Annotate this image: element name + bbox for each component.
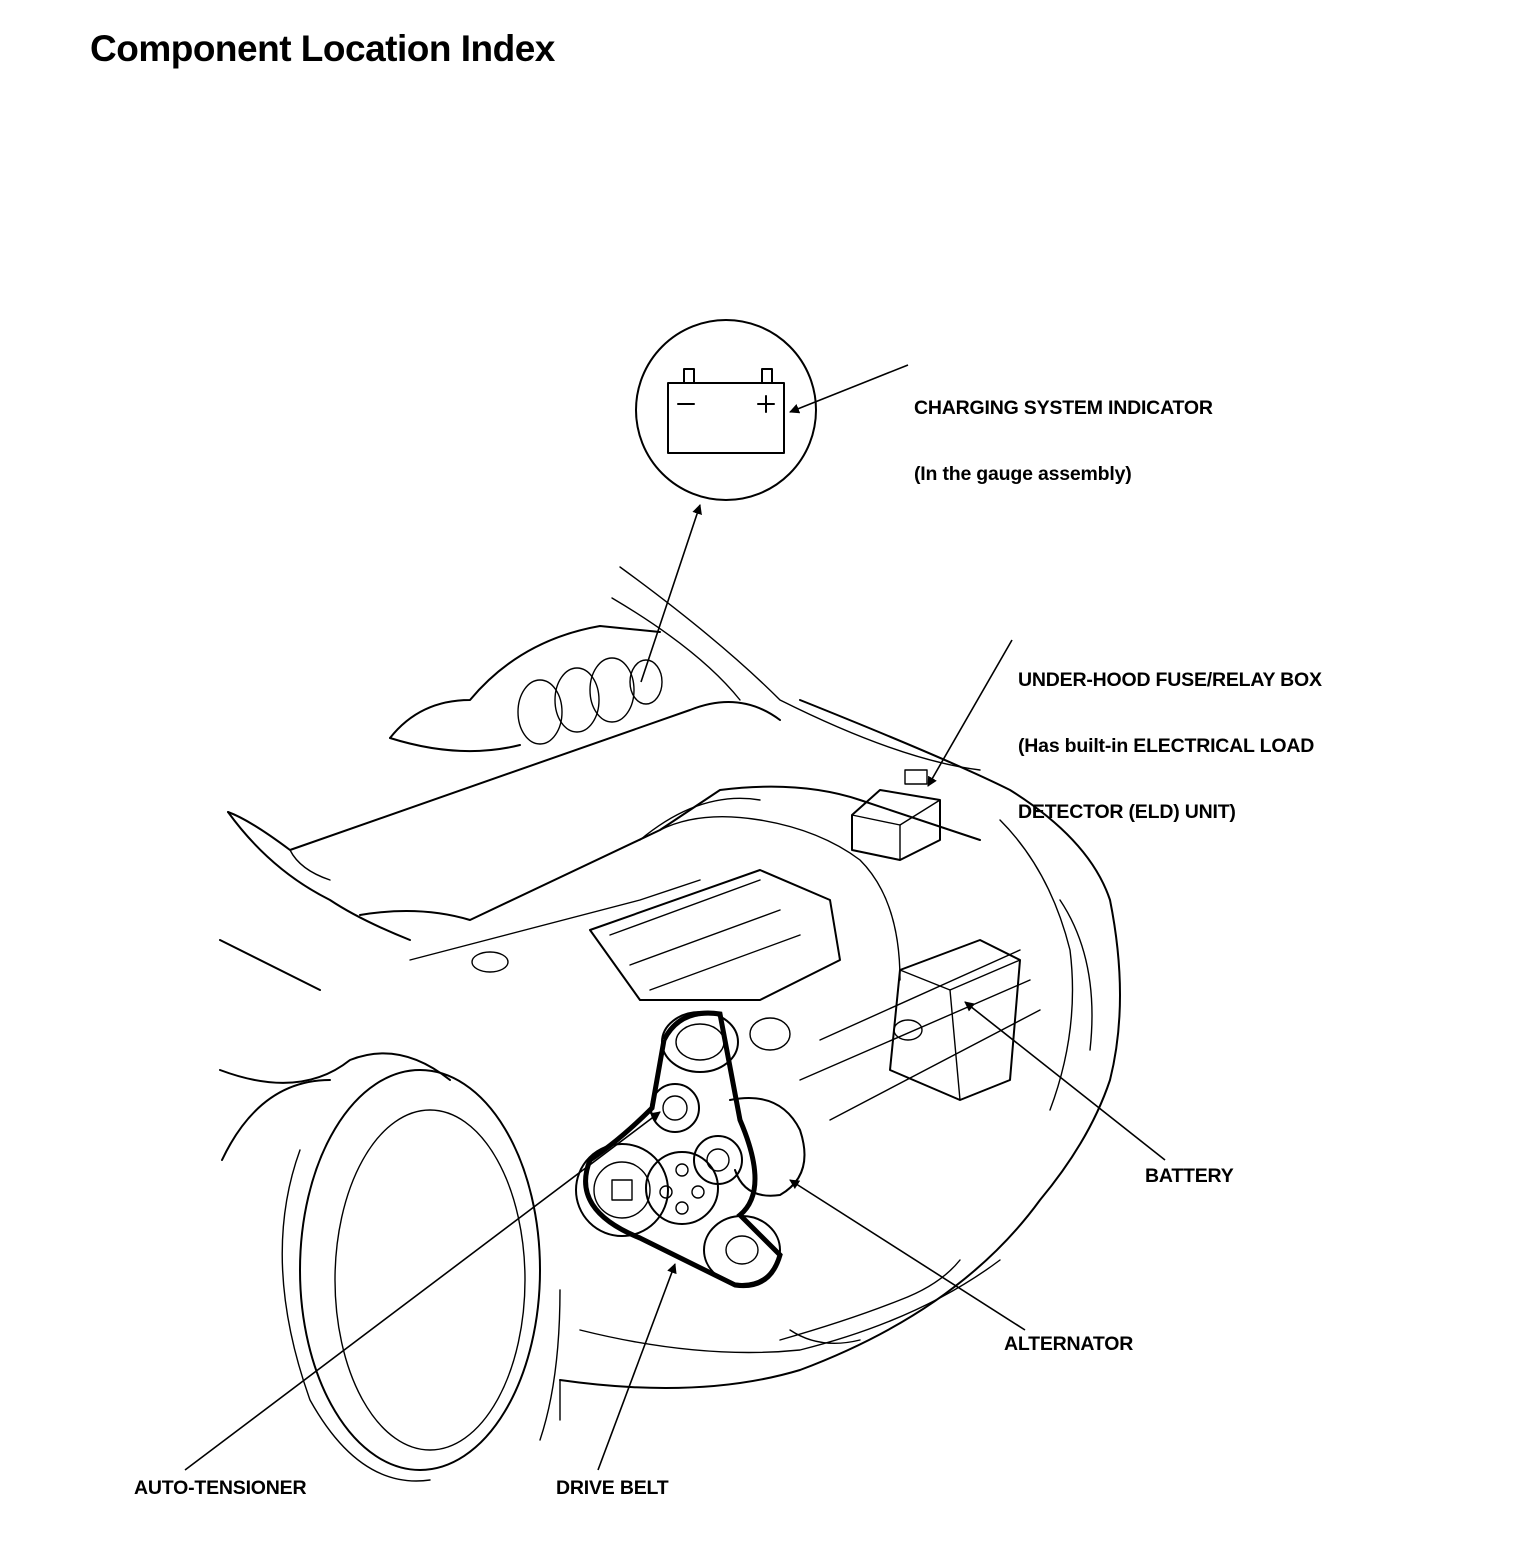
drive-belt-system	[575, 1010, 806, 1289]
charging-indicator-magnifier	[635, 319, 817, 501]
auto-tensioner-label: AUTO-TENSIONER	[134, 1477, 307, 1499]
battery-shape	[889, 939, 1021, 1101]
drive-belt-shape	[583, 1010, 783, 1289]
alternator-label: ALTERNATOR	[1004, 1333, 1134, 1355]
fuse-relay-box-shape	[851, 769, 941, 861]
page-title: Component Location Index	[90, 28, 555, 69]
under-hood-fuse-relay-box-label: UNDER-HOOD FUSE/RELAY BOX (Has built-in …	[1018, 669, 1322, 823]
battery-label: BATTERY	[1145, 1165, 1234, 1187]
car-body-outline	[219, 566, 1121, 1482]
battery-warning-icon	[667, 368, 785, 454]
charging-system-indicator-label: CHARGING SYSTEM INDICATOR (In the gauge …	[914, 397, 1213, 485]
engine-bay	[359, 769, 1041, 1121]
callout-leaders	[184, 364, 1166, 1471]
auto-tensioner-shape	[650, 1083, 700, 1133]
drive-belt-label: DRIVE BELT	[556, 1477, 669, 1499]
